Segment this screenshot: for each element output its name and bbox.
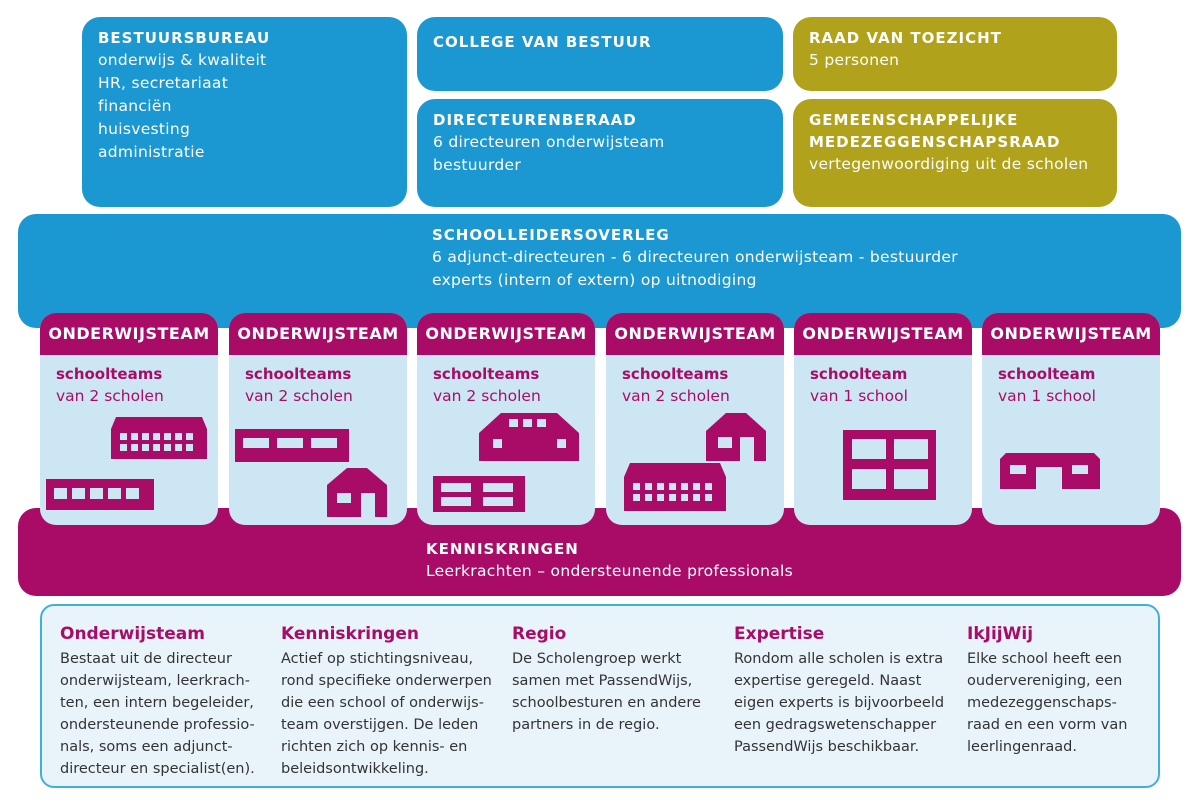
team-text: van 2 scholen — [245, 387, 353, 405]
raad-title: RAAD VAN TOEZICHT — [809, 29, 1002, 47]
team-sub: schoolteam — [998, 365, 1096, 383]
team-sub: schoolteams — [433, 365, 540, 383]
gmr-box: GEMEENSCHAPPELIJKE MEDEZEGGENSCHAPSRAAD … — [793, 99, 1117, 207]
schoolleidersoverleg-line: 6 adjunct-directeuren - 6 directeuren on… — [432, 248, 958, 266]
team-header: ONDERWIJSTEAM — [606, 313, 784, 355]
raad-van-toezicht-box: RAAD VAN TOEZICHT 5 personen — [793, 17, 1117, 91]
directeurenberaad-line: 6 directeuren onderwijsteam — [433, 133, 665, 151]
kenniskringen-line: Leerkrachten – ondersteunende profession… — [426, 562, 793, 580]
team-text: van 1 school — [810, 387, 908, 405]
team-text: van 2 scholen — [433, 387, 541, 405]
bestuursbureau-box: BESTUURSBUREAU onderwijs & kwaliteit HR,… — [82, 17, 407, 207]
info-body: Actief op stichtingsniveau, rond specifi… — [281, 651, 492, 777]
info-body: Bestaat uit de directeur onderwijsteam, … — [60, 651, 255, 777]
gmr-title: GEMEENSCHAPPELIJKE — [809, 111, 1019, 129]
info-column: Expertise Rondom alle scholen is extra e… — [734, 622, 948, 758]
kenniskringen-title: KENNISKRINGEN — [426, 540, 579, 558]
info-title: Regio — [512, 624, 567, 644]
schoolleidersoverleg-title: SCHOOLLEIDERSOVERLEG — [432, 226, 670, 244]
info-body: Rondom alle scholen is extra expertise g… — [734, 651, 945, 755]
two-school-buildings-icon — [46, 417, 207, 510]
onderwijsteam-card: ONDERWIJSTEAM schoolteam van 1 school — [982, 313, 1160, 525]
info-column: Regio De Scholengroep werkt samen met Pa… — [512, 622, 726, 736]
info-title: IkJijWij — [967, 624, 1034, 644]
directeurenberaad-line: bestuurder — [433, 156, 522, 174]
two-school-buildings-icon — [624, 413, 766, 511]
bestuursbureau-line: financiën — [98, 97, 172, 115]
bestuursbureau-line: administratie — [98, 143, 205, 161]
onderwijsteam-card: ONDERWIJSTEAM schoolteams van 2 scholen — [606, 313, 784, 525]
raad-line: 5 personen — [809, 51, 900, 69]
info-title: Kenniskringen — [281, 624, 419, 644]
info-column: Kenniskringen Actief op stichtingsniveau… — [281, 622, 495, 780]
team-sub: schoolteams — [56, 365, 163, 383]
info-column: Onderwijsteam Bestaat uit de directeur o… — [60, 622, 274, 780]
bestuursbureau-line: onderwijs & kwaliteit — [98, 51, 267, 69]
team-header: ONDERWIJSTEAM — [982, 313, 1160, 355]
info-title: Expertise — [734, 624, 825, 644]
two-school-buildings-icon — [433, 413, 579, 512]
onderwijsteam-card: ONDERWIJSTEAM schoolteams van 2 scholen — [417, 313, 595, 525]
school-building-icon — [1000, 453, 1100, 489]
info-column: IkJijWij Elke school heeft een oudervere… — [967, 622, 1181, 758]
schoolleidersoverleg-box: SCHOOLLEIDERSOVERLEG 6 adjunct-directeur… — [18, 214, 1181, 328]
onderwijsteam-card: ONDERWIJSTEAM schoolteams van 2 scholen — [40, 313, 218, 525]
team-header: ONDERWIJSTEAM — [417, 313, 595, 355]
team-sub: schoolteams — [245, 365, 352, 383]
kenniskringen-box: KENNISKRINGEN Leerkrachten – ondersteune… — [18, 508, 1181, 596]
college-title: COLLEGE VAN BESTUUR — [433, 33, 652, 51]
gmr-title: MEDEZEGGENSCHAPSRAAD — [809, 133, 1061, 151]
bestuursbureau-line: huisvesting — [98, 120, 191, 138]
team-text: van 2 scholen — [56, 387, 164, 405]
gmr-line: vertegenwoordiging uit de scholen — [809, 155, 1089, 173]
onderwijsteam-card: ONDERWIJSTEAM schoolteams van 2 scholen — [229, 313, 407, 525]
two-school-buildings-icon — [235, 429, 387, 517]
info-panel: Onderwijsteam Bestaat uit de directeur o… — [40, 604, 1160, 788]
team-header: ONDERWIJSTEAM — [229, 313, 407, 355]
schoolleidersoverleg-line: experts (intern of extern) op uitnodigin… — [432, 271, 757, 289]
college-van-bestuur-box: COLLEGE VAN BESTUUR — [417, 17, 783, 91]
team-text: van 2 scholen — [622, 387, 730, 405]
info-title: Onderwijsteam — [60, 624, 205, 644]
directeurenberaad-title: DIRECTEURENBERAAD — [433, 111, 637, 129]
school-building-icon — [843, 430, 936, 500]
team-sub: schoolteam — [810, 365, 908, 383]
bestuursbureau-title: BESTUURSBUREAU — [98, 29, 271, 47]
team-sub: schoolteams — [622, 365, 729, 383]
directeurenberaad-box: DIRECTEURENBERAAD 6 directeuren onderwij… — [417, 99, 783, 207]
team-header: ONDERWIJSTEAM — [794, 313, 972, 355]
bestuursbureau-line: HR, secretariaat — [98, 74, 229, 92]
onderwijsteam-card: ONDERWIJSTEAM schoolteam van 1 school — [794, 313, 972, 525]
team-header: ONDERWIJSTEAM — [40, 313, 218, 355]
info-body: Elke school heeft een oudervereniging, e… — [967, 651, 1128, 755]
info-body: De Scholengroep werkt samen met PassendW… — [512, 651, 701, 733]
team-text: van 1 school — [998, 387, 1096, 405]
